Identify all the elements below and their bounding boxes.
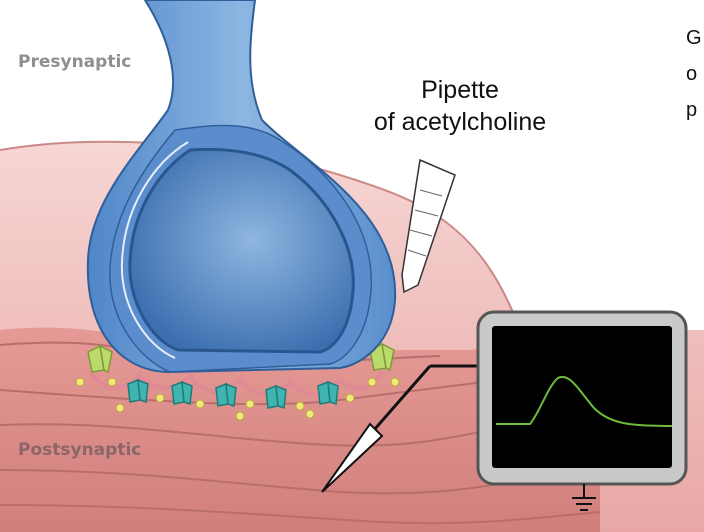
oscilloscope-screen [492,326,672,468]
presynaptic-label: Presynaptic [18,52,131,72]
cut-off-text: G o p [686,20,704,128]
pipette-label-line1: Pipette [330,74,590,106]
receptor-left [88,346,112,372]
cut-off-text-line3: p [686,92,704,128]
oscilloscope-icon [478,312,686,484]
pipette-label-line2: of acetylcholine [330,106,590,138]
postsynaptic-label: Postsynaptic [18,440,141,460]
pipette-label: Pipette of acetylcholine [330,74,590,138]
cut-off-text-line2: o [686,56,704,92]
cut-off-text-line1: G [686,20,704,56]
